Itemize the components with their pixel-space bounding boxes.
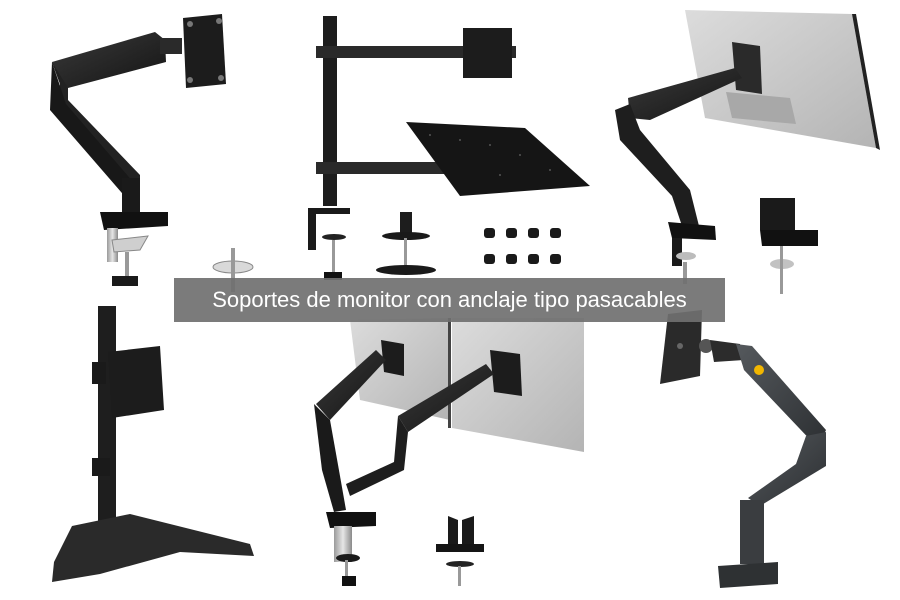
product-pole-mount-laptop-tray — [308, 16, 590, 280]
caption-banner: Soportes de monitor con anclaje tipo pas… — [174, 278, 725, 322]
product-gas-spring-single-arm — [50, 14, 254, 292]
product-dual-gas-spring-arm — [314, 318, 584, 586]
product-gas-spring-arm-grey — [660, 310, 826, 588]
product-freestanding-stand — [52, 306, 254, 582]
product-gas-spring-arm-curved-monitor — [615, 10, 880, 294]
